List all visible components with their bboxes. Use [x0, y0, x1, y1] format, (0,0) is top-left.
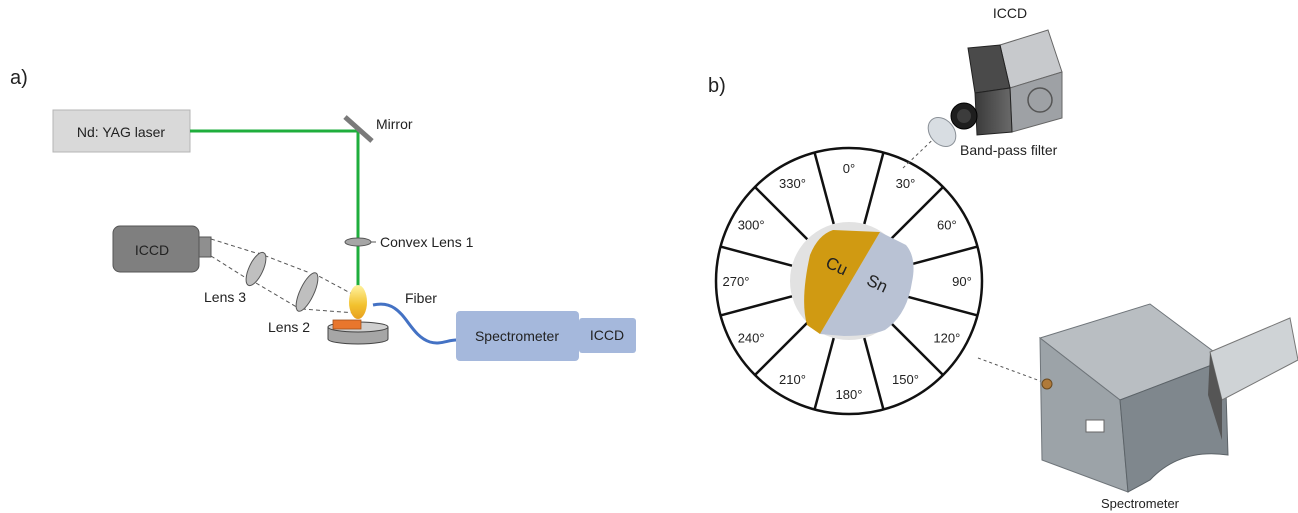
angle-label-270: 270° — [723, 274, 750, 289]
spectrometer-image-label: Spectrometer — [1101, 496, 1180, 511]
angle-label-120: 120° — [933, 331, 960, 346]
convex-lens-1 — [344, 237, 372, 247]
sn-half — [820, 232, 914, 336]
angle-label-300: 300° — [738, 218, 765, 233]
spectrometer-box — [456, 311, 579, 361]
spectrometer-image — [1038, 303, 1298, 493]
panel-b: b) Cu Sn 0° 30° 60° 90° 120° 150° 180° 210° 240°… — [708, 5, 1298, 511]
sample-piece — [332, 319, 362, 330]
wheel-spoke — [754, 321, 809, 376]
mirror-label: Mirror — [376, 116, 413, 132]
angle-label-30: 30° — [896, 176, 916, 191]
wheel-spoke — [813, 152, 835, 225]
wheel-spoke — [905, 245, 978, 267]
cu-sn-target: Cu Sn — [804, 230, 914, 336]
wheel-spoke — [889, 186, 944, 241]
panel-a-label: a) — [10, 67, 28, 89]
filter-label: Band-pass filter — [960, 142, 1058, 158]
angle-spokes — [720, 152, 978, 410]
wheel-spoke — [720, 295, 793, 317]
plasma-plume — [349, 285, 367, 319]
fiber-label: Fiber — [405, 290, 437, 306]
laser-label: Nd: YAG laser — [77, 124, 166, 140]
spectrometer-label: Spectrometer — [475, 328, 559, 344]
angle-label-240: 240° — [738, 331, 765, 346]
wheel-spoke — [863, 337, 885, 410]
fiber-cable — [372, 302, 457, 345]
iccd-image-label: ICCD — [993, 5, 1027, 21]
spectrometer-view-line — [977, 357, 1044, 383]
angle-label-210: 210° — [779, 372, 806, 387]
iccd-lens — [198, 236, 212, 258]
mirror — [343, 115, 374, 143]
angle-label-330: 330° — [779, 176, 806, 191]
laser-beam — [190, 129, 360, 290]
lens-3 — [245, 251, 267, 287]
wheel-spoke — [905, 295, 978, 317]
wheel-spoke — [863, 152, 885, 225]
cu-half — [804, 230, 880, 334]
iccd-camera-image — [950, 29, 1063, 136]
laser-box — [52, 109, 191, 153]
collection-path — [210, 238, 357, 314]
panel-a: a) Nd: YAG laser Mirror Convex Lens 1 IC… — [10, 67, 636, 361]
iccd-label: ICCD — [135, 242, 169, 258]
spec-iccd-label: ICCD — [590, 327, 624, 343]
lens1-label: Convex Lens 1 — [380, 234, 474, 250]
panel-b-label: b) — [708, 75, 726, 97]
angle-label-150: 150° — [892, 372, 919, 387]
lens2-label: Lens 2 — [268, 319, 310, 335]
angle-label-60: 60° — [937, 218, 957, 233]
angle-label-0: 0° — [843, 161, 855, 176]
angle-label-90: 90° — [952, 274, 972, 289]
angle-label-180: 180° — [836, 387, 863, 402]
lens-2 — [295, 272, 319, 312]
wheel-spoke — [720, 245, 793, 267]
lens3-label: Lens 3 — [204, 289, 246, 305]
angle-labels: 0° 30° 60° 90° 120° 150° 180° 210° 240° 270° 300° 3… — [723, 161, 972, 402]
wheel-spoke — [889, 321, 944, 376]
wheel-spoke — [813, 337, 835, 410]
spec-iccd-box — [579, 318, 636, 353]
wheel-spoke — [754, 186, 809, 241]
band-pass-filter — [927, 117, 957, 147]
